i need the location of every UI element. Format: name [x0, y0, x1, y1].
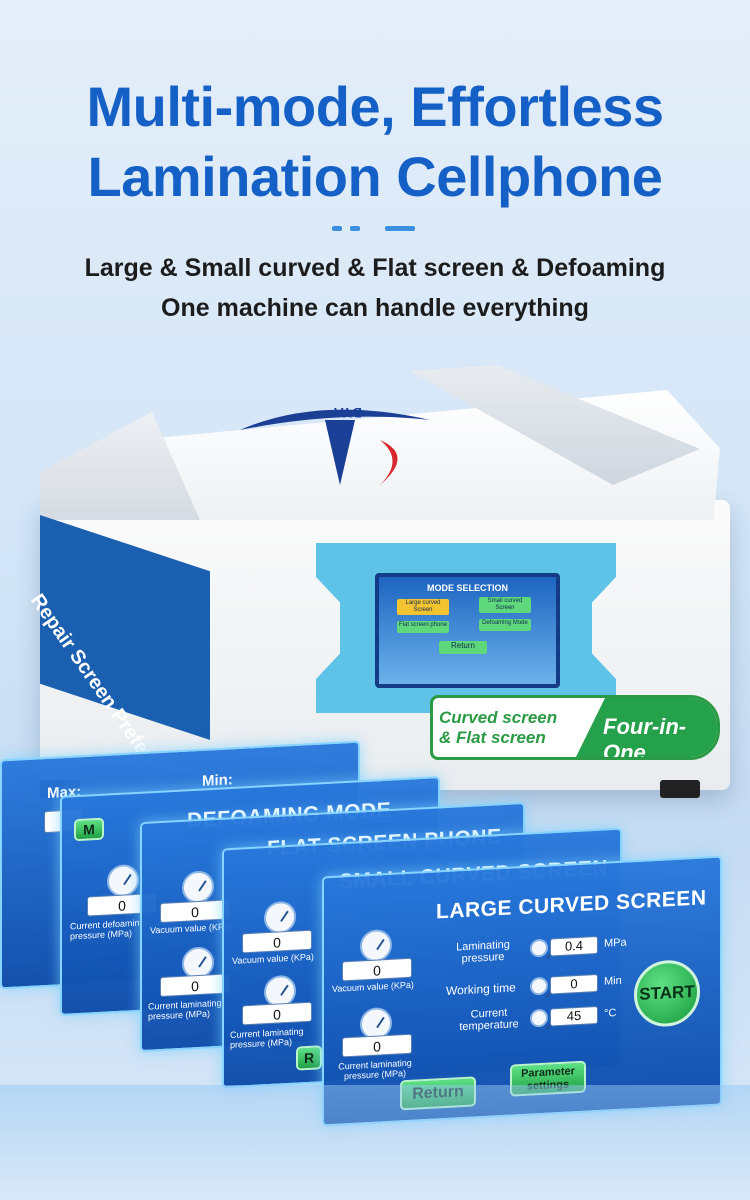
- gauge-icon: [264, 900, 296, 935]
- m-button[interactable]: M: [74, 817, 104, 842]
- laminating-value: 0: [160, 973, 230, 998]
- divider-dashes: [330, 226, 420, 232]
- lam-pressure-unit: MPa: [604, 936, 627, 950]
- dya-logo-icon: DYA: [240, 405, 430, 485]
- vacuum-value: 0: [160, 899, 230, 924]
- temperature-label: Current temperature: [459, 1006, 519, 1034]
- pressure-gauge-icon: [530, 938, 548, 958]
- touch-screen[interactable]: MODE SELECTION Large curved Screen Small…: [375, 573, 560, 688]
- badge-left-text: Curved screen & Flat screen: [439, 708, 558, 747]
- laminating-label: Current laminating pressure (MPa): [338, 1057, 412, 1082]
- dash: [332, 226, 342, 231]
- defoaming-label: Current defoaming pressure (MPa): [70, 917, 145, 942]
- vacuum-value: 0: [242, 929, 312, 954]
- dash: [350, 226, 360, 231]
- laminating-label: Current laminating pressure (MPa): [148, 997, 222, 1022]
- vacuum-label: Vacuum value (KPa): [232, 951, 314, 966]
- gauge-icon: [360, 928, 392, 963]
- dash: [385, 226, 415, 231]
- temperature-input[interactable]: 45: [550, 1006, 598, 1027]
- logo-text: DYA: [334, 405, 362, 421]
- badge-right-text: Four-in-One: [603, 714, 687, 760]
- lamination-machine: DYA Repair Screen Preference MODE SELECT…: [26, 360, 730, 820]
- return-button[interactable]: R: [296, 1045, 322, 1071]
- four-in-one-badge: Curved screen & Flat screen Four-in-One: [430, 695, 720, 760]
- gauge-icon: [107, 863, 139, 898]
- vacuum-value: 0: [342, 957, 412, 982]
- start-button[interactable]: START: [634, 958, 700, 1029]
- headline-line2: Lamination Cellphone: [87, 145, 663, 208]
- screen-return-button[interactable]: Return: [439, 641, 487, 654]
- card-title: LARGE CURVED SCREEN: [436, 886, 707, 924]
- laminating-value: 0: [242, 1001, 312, 1026]
- thermometer-icon: [530, 1008, 548, 1028]
- vacuum-label: Vacuum value (KPa): [332, 979, 414, 994]
- mode-flat-screen-button[interactable]: Flat screen phone: [397, 621, 449, 633]
- machine-foot: [660, 780, 700, 798]
- lam-pressure-label: Laminating pressure: [456, 938, 510, 966]
- mode-large-curved-button[interactable]: Large curved Screen: [397, 599, 449, 615]
- subtitle-line2: One machine can handle everything: [161, 294, 589, 322]
- headline-line1: Multi-mode, Effortless: [86, 75, 664, 138]
- screen-title: MODE SELECTION: [426, 583, 508, 593]
- timer-icon: [530, 976, 548, 996]
- gauge-icon: [182, 870, 214, 904]
- mode-defoaming-button[interactable]: Defoaming Mode: [479, 619, 531, 631]
- lam-pressure-input[interactable]: 0.4: [550, 936, 598, 957]
- working-time-unit: Min: [604, 974, 622, 988]
- working-time-input[interactable]: 0: [550, 974, 598, 995]
- laminating-value: 0: [342, 1033, 412, 1058]
- subtitle-line1: Large & Small curved & Flat screen & Def…: [84, 254, 666, 282]
- headline: Multi-mode, Effortless Lamination Cellph…: [0, 72, 750, 212]
- temperature-unit: °C: [604, 1007, 617, 1020]
- working-time-label: Working time: [446, 980, 516, 998]
- floor-reflection: [0, 1085, 750, 1200]
- vacuum-label: Vacuum value (KPa): [150, 921, 232, 936]
- mirror-reflection: [330, 1100, 710, 1190]
- mode-small-curved-button[interactable]: Small curved Screen: [479, 597, 531, 613]
